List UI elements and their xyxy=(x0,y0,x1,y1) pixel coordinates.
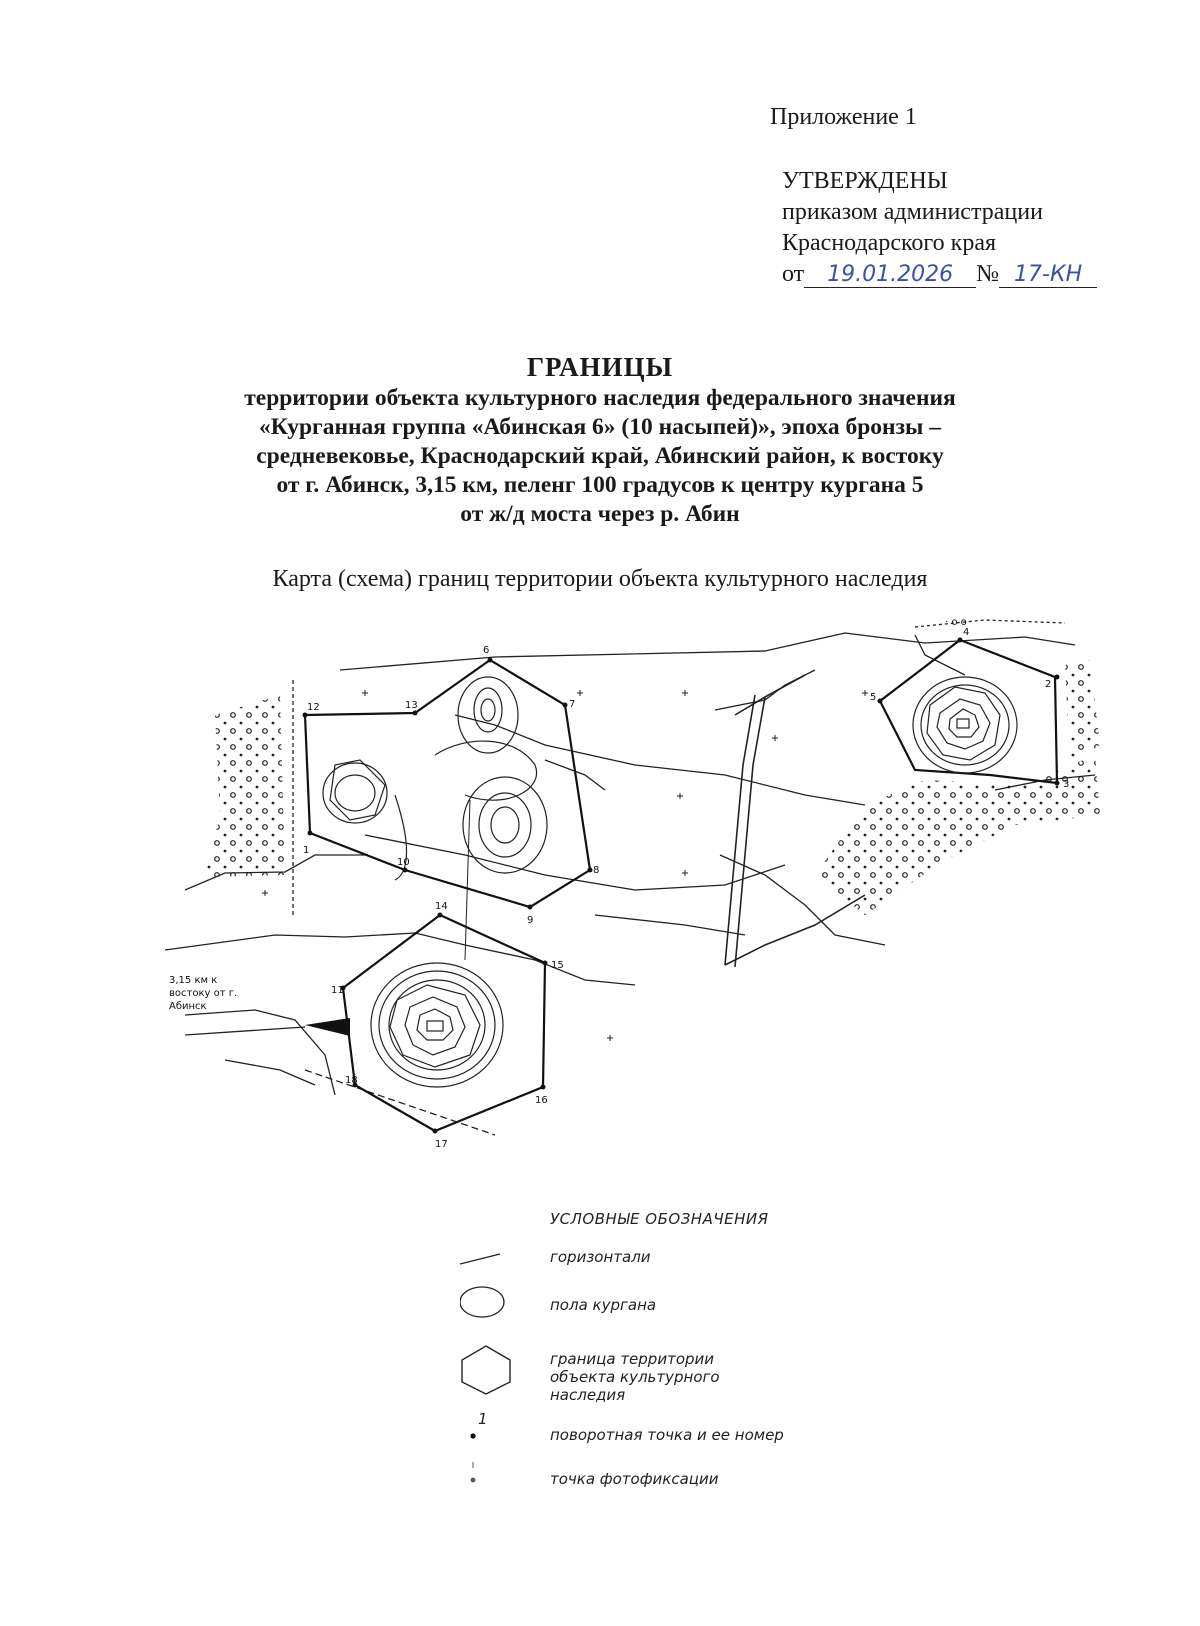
dot-icon xyxy=(470,1433,476,1439)
from-label: от xyxy=(782,261,805,287)
point-label-7: 7 xyxy=(569,699,575,710)
point-label-16: 16 xyxy=(535,1095,548,1106)
legend-label-photo-point: точка фотофиксации xyxy=(550,1470,719,1488)
dotted-area-far-right xyxy=(1065,660,1100,765)
approval-block: УТВЕРЖДЕНЫ приказом администрации Красно… xyxy=(782,166,1098,290)
legend-label-turning-point: поворотная точка и ее номер xyxy=(550,1426,784,1444)
order-line-2: Краснодарского края xyxy=(782,230,997,256)
hexagon-icon xyxy=(461,1345,511,1395)
turning-point-labels: 1 2 3 4 5 6 7 8 9 10 11 12 13 14 15 16 1… xyxy=(302,617,1069,1150)
line-icon xyxy=(460,1253,501,1265)
point-label-9: 9 xyxy=(527,915,533,926)
direction-label-line-3: Абинск xyxy=(169,1001,207,1012)
map-caption: Карта (схема) границ территории объекта … xyxy=(272,566,928,592)
approved-heading: УТВЕРЖДЕНЫ xyxy=(782,168,948,194)
legend-label-boundary-3: наследия xyxy=(550,1386,626,1404)
point-label-5: 5 xyxy=(870,692,876,703)
legend-label-boundary-1: граница территории xyxy=(550,1350,715,1368)
title-line-2: «Курганная группа «Абинская 6» (10 насып… xyxy=(259,414,941,440)
point-label-6: 6 xyxy=(483,645,489,656)
legend-point-number: 1 xyxy=(478,1410,488,1428)
ellipse-icon xyxy=(460,1286,505,1318)
point-label-18: 18 xyxy=(345,1075,358,1086)
order-line-1: приказом администрации xyxy=(782,199,1043,225)
title-heading: ГРАНИЦЫ xyxy=(526,352,674,382)
appendix-label: Приложение 1 xyxy=(770,104,917,130)
legend: УСЛОВНЫЕ ОБОЗНАЧЕНИЯ горизонтали пола ку… xyxy=(460,1210,960,1495)
handwritten-date: 19.01.2026 xyxy=(804,263,977,288)
point-label-3: 3 xyxy=(1063,779,1069,790)
dotted-area-right xyxy=(815,755,1100,915)
grid-crosses xyxy=(262,690,868,1041)
document-title: ГРАНИЦЫ территории объекта культурного н… xyxy=(170,350,1030,529)
map-drawing: 1 2 3 4 5 6 7 8 9 10 11 12 13 14 15 16 1… xyxy=(164,617,1100,1150)
boundary-polygons xyxy=(303,638,1059,1133)
point-label-10: 10 xyxy=(397,857,410,868)
railway xyxy=(724,674,866,968)
point-label-2: 2 xyxy=(1045,679,1051,690)
point-label-8: 8 xyxy=(593,865,599,876)
point-label-12: 12 xyxy=(307,702,320,713)
title-line-3: средневековье, Краснодарский край, Абинс… xyxy=(256,443,944,469)
mound-contours xyxy=(322,676,1018,1088)
title-line-4: от г. Абинск, 3,15 км, пеленг 100 градус… xyxy=(276,472,924,498)
legend-label-boundary-2: объекта культурного xyxy=(550,1368,720,1386)
boundary-map: 1 2 3 4 5 6 7 8 9 10 11 12 13 14 15 16 1… xyxy=(164,615,1125,1180)
point-label-1: 1 xyxy=(303,845,309,856)
point-label-13: 13 xyxy=(405,700,418,711)
top-marks: · о о xyxy=(945,617,967,628)
dotted-area-left xyxy=(205,695,285,877)
legend-label-contours: горизонтали xyxy=(550,1248,651,1266)
point-label-17: 17 xyxy=(435,1139,448,1150)
direction-arrow xyxy=(184,799,471,1036)
photo-point-icon xyxy=(470,1477,476,1483)
terrain-lines xyxy=(164,619,1096,1136)
point-label-14: 14 xyxy=(435,901,448,912)
legend-label-mound-edge: пола кургана xyxy=(550,1296,657,1314)
point-label-15: 15 xyxy=(551,960,564,971)
title-line-1: территории объекта культурного наследия … xyxy=(244,385,956,411)
point-label-11: 11 xyxy=(331,985,344,996)
direction-label: 3,15 км к востоку от г. Абинск xyxy=(169,975,237,1012)
direction-label-line-2: востоку от г. xyxy=(169,988,237,999)
number-label: № xyxy=(976,261,1000,287)
handwritten-number: 17-КН xyxy=(999,263,1098,288)
point-label-4: 4 xyxy=(963,627,969,638)
legend-title: УСЛОВНЫЕ ОБОЗНАЧЕНИЯ xyxy=(550,1210,769,1228)
legend-symbols xyxy=(460,1253,511,1483)
title-line-5: от ж/д моста через р. Абин xyxy=(460,501,740,527)
direction-label-line-1: 3,15 км к xyxy=(169,975,217,986)
